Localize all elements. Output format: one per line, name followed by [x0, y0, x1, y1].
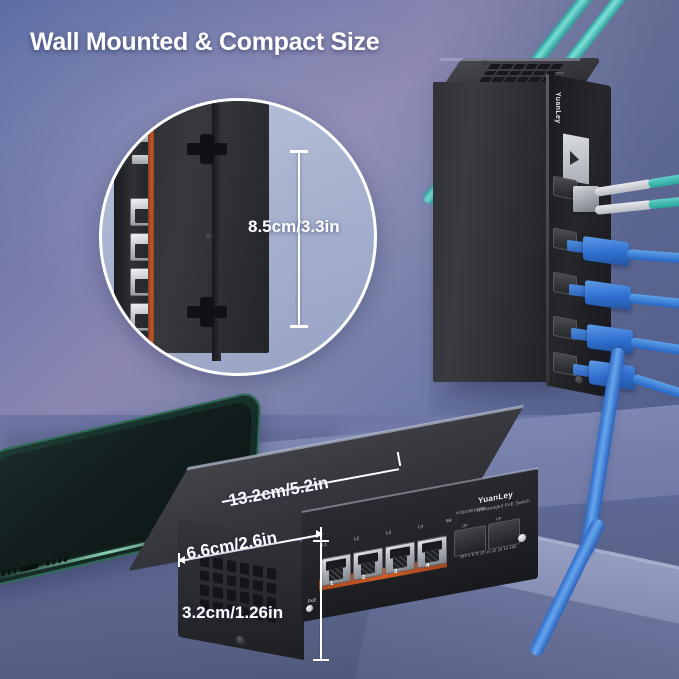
- wall-mount-keyhole-top: [187, 134, 227, 164]
- inset-dimension-line: [298, 151, 300, 327]
- inset-switch-backplate: [154, 101, 269, 353]
- inset-led-strip-3: [132, 155, 154, 164]
- desk-switch-rj45-port: [417, 535, 447, 569]
- wall-switch-body: [433, 82, 551, 382]
- inset-orange-strip: [148, 101, 155, 361]
- depth-arrow-right: [316, 530, 323, 538]
- wall-switch-label-sticker: [563, 133, 589, 185]
- desk-switch-rj45-port: [353, 547, 383, 581]
- inset-dimension-label: 8.5cm/3.3in: [248, 217, 340, 236]
- wall-switch-bolt-right: [555, 72, 564, 77]
- height-dimension-line: [320, 541, 322, 661]
- led-label-l3: L3: [386, 529, 392, 536]
- height-dimension-label: 3.2cm/1.26in: [182, 603, 284, 622]
- inset-dimension-cap-top: [290, 150, 308, 153]
- inset-backplate-edge: [212, 101, 221, 361]
- led-label-l1: L1: [322, 541, 328, 548]
- inset-dimension-cap-bottom: [290, 325, 308, 328]
- port-number-1: 1: [330, 580, 334, 588]
- led-label-5r: 5R: [446, 517, 452, 524]
- led-label-l2: L2: [354, 535, 360, 542]
- desk-switch-rj45-port: [321, 553, 351, 587]
- wall-switch-top-highlight: [439, 58, 582, 61]
- wall-switch-brand-label: YuanLey: [554, 92, 561, 124]
- inset-led-strip-1: [132, 111, 154, 120]
- depth-arrow-left: [178, 556, 185, 564]
- magnified-circle-inset: [99, 98, 377, 376]
- uplink-label-2: UP: [496, 515, 502, 522]
- port-number-2: 2: [362, 574, 366, 582]
- inset-led-strip-2: [132, 133, 154, 142]
- inset-screw: [205, 233, 213, 241]
- led-label-l4: L4: [418, 523, 424, 530]
- wall-mounted-switch: YuanLey: [433, 58, 679, 402]
- port-number-4: 4: [426, 562, 430, 570]
- desk-switch-rj45-port: [385, 541, 415, 575]
- desk-switch: YuanLey Unmanaged PoE Switch L1 L2 L3 L4…: [128, 404, 538, 665]
- uplink-label-1: UP: [462, 522, 468, 529]
- height-dimension-cap-top: [313, 540, 329, 542]
- page-title: Wall Mounted & Compact Size: [30, 28, 380, 56]
- wall-switch-bolt-left: [481, 60, 490, 65]
- height-dimension-cap-bottom: [313, 659, 329, 661]
- inset-content: [102, 101, 374, 373]
- wall-mount-keyhole-bottom: [187, 297, 227, 327]
- port-number-3: 3: [394, 568, 398, 576]
